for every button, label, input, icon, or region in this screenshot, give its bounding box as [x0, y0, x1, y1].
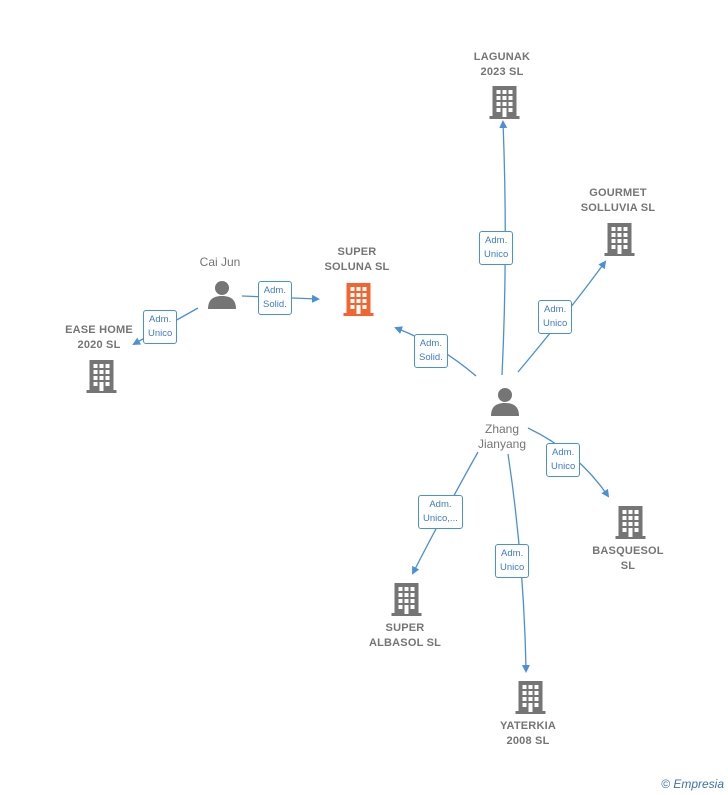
node-basquesol[interactable]: BASQUESOL SL [583, 544, 673, 574]
lagunak-building-icon [489, 86, 520, 119]
zhang-person-icon [491, 388, 519, 416]
yaterkia-building-icon [515, 681, 546, 714]
node-basquesol-line1: BASQUESOL [592, 545, 664, 557]
edge-label-line1: Adm. [263, 285, 286, 296]
edge-label-zhang-basquesol[interactable]: Adm. Unico [546, 443, 581, 477]
node-yaterkia-line2: 2008 SL [506, 735, 550, 747]
edge-label-line1: Adm. [419, 338, 442, 349]
edge-label-line2: Unico [543, 318, 568, 329]
edge-label-line2: Solid. [263, 299, 287, 310]
edge-label-line2: Unico [148, 328, 173, 339]
node-super-soluna[interactable]: SUPER SOLUNA SL [312, 245, 402, 275]
node-ease-home[interactable]: EASE HOME 2020 SL [54, 323, 144, 353]
brand-name: Empresia [673, 777, 724, 791]
node-super-soluna-line2: SOLUNA SL [324, 261, 390, 273]
edge-label-zhang-albasol[interactable]: Adm. Unico,... [418, 495, 463, 529]
super-albasol-building-icon [391, 583, 422, 616]
edge-label-line1: Adm. [485, 235, 508, 246]
node-basquesol-line2: SL [620, 560, 636, 572]
edge-label-zhang-lagunak[interactable]: Adm. Unico [479, 231, 514, 265]
edge-label-line2: Unico [500, 562, 525, 573]
edge-label-cai-ease[interactable]: Adm. Unico [143, 310, 178, 344]
edge-label-zhang-yaterkia[interactable]: Adm. Unico [495, 544, 530, 578]
edge-label-line1: Adm. [429, 499, 452, 510]
node-lagunak[interactable]: LAGUNAK 2023 SL [457, 50, 547, 80]
node-cai-jun-line1: Cai Jun [199, 255, 241, 269]
edge-label-line2: Unico [484, 249, 509, 260]
node-ease-home-line1: EASE HOME [65, 324, 133, 336]
node-lagunak-line1: LAGUNAK [473, 51, 531, 63]
node-cai-jun[interactable]: Cai Jun [180, 255, 260, 270]
edge-label-line1: Adm. [149, 314, 172, 325]
gourmet-building-icon [604, 223, 635, 256]
node-yaterkia[interactable]: YATERKIA 2008 SL [483, 719, 573, 749]
node-zhang-line2: Jianyang [477, 437, 527, 451]
node-zhang-line1: Zhang [484, 422, 520, 436]
node-yaterkia-line1: YATERKIA [500, 720, 556, 732]
node-super-soluna-line1: SUPER [337, 246, 377, 258]
node-lagunak-line2: 2023 SL [480, 66, 524, 78]
edge-label-line1: Adm. [552, 447, 575, 458]
edge-label-zhang-soluna[interactable]: Adm. Solid. [414, 334, 448, 368]
copyright-icon: © [661, 777, 670, 791]
edge-label-line1: Adm. [544, 304, 567, 315]
edge-label-zhang-gourmet[interactable]: Adm. Unico [538, 300, 573, 334]
edge-label-line2: Unico [551, 461, 576, 472]
node-super-albasol-line2: ALBASOL SL [368, 637, 442, 649]
brand-logo: © Empresia [661, 777, 724, 791]
node-gourmet-line2: SOLLUVIA SL [580, 202, 656, 214]
ease-home-building-icon [86, 360, 117, 393]
edge-label-line2: Unico,... [423, 513, 458, 524]
basquesol-building-icon [615, 506, 646, 539]
edge-label-cai-soluna[interactable]: Adm. Solid. [258, 281, 292, 315]
super-soluna-building-icon [343, 283, 374, 316]
node-super-albasol[interactable]: SUPER ALBASOL SL [360, 621, 450, 651]
node-ease-home-line2: 2020 SL [77, 339, 121, 351]
node-gourmet-line1: GOURMET [589, 187, 647, 199]
node-gourmet[interactable]: GOURMET SOLLUVIA SL [568, 186, 668, 216]
edge-label-line1: Adm. [501, 548, 524, 559]
node-zhang[interactable]: Zhang Jianyang [462, 422, 542, 452]
node-super-albasol-line1: SUPER [385, 622, 425, 634]
cai-jun-person-icon [208, 281, 236, 309]
edge-label-line2: Solid. [419, 352, 443, 363]
